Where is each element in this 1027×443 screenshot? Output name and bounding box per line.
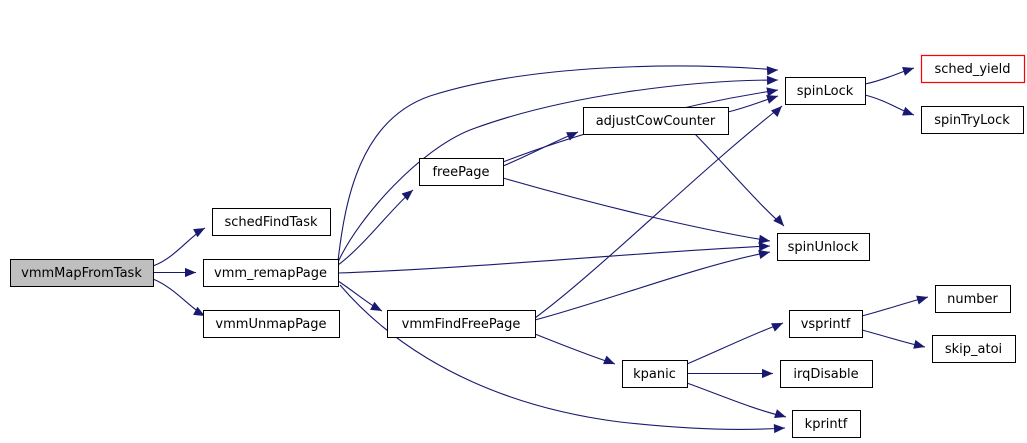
edge-vmmFindFreePage-to-spinUnlock [534,251,771,321]
node-box-skip_atoi[interactable] [932,335,1016,363]
arrowhead-to-spinLock [766,87,778,97]
arrowhead-to-vmmUnmapPage [193,306,205,316]
arrowhead-to-schedFindTask [193,228,205,238]
arrowhead-to-spinLock [766,95,778,104]
node-box-kprintf[interactable] [792,410,861,438]
edge-vmm_remapPage-to-spinLock [337,65,779,262]
node-box-vmmUnmapPage[interactable] [203,310,340,338]
arrowhead-to-kprintf [774,409,786,418]
node-box-number[interactable] [935,285,1011,313]
arrowhead-to-number [916,295,928,305]
node-box-sched_yield[interactable] [920,54,1026,84]
node-box-spinUnlock[interactable] [777,233,870,261]
node-irqDisable[interactable]: irqDisable [780,360,873,388]
node-freePage[interactable]: freePage [419,158,504,186]
arrowhead-to-irqDisable [762,368,773,379]
node-box-schedFindTask[interactable] [212,208,331,236]
node-kpanic[interactable]: kpanic [622,360,688,388]
edge-vmm_remapPage-to-spinUnlock [337,245,771,274]
node-vmm_remapPage[interactable]: vmm_remapPage [203,259,339,287]
node-box-spinLock[interactable] [785,77,866,105]
arrowhead-to-sched_yield [902,67,914,76]
node-box-vsprintf[interactable] [789,310,863,338]
node-vmmUnmapPage[interactable]: vmmUnmapPage [203,310,340,338]
arrowhead-to-vsprintf [771,323,783,332]
arrowhead-to-adjustCowCounter [566,132,578,141]
arrowhead-to-kpanic [603,355,615,365]
arrowhead-to-spinUnlock [758,234,770,244]
edge-vmm_remapPage-to-kprintf [339,284,786,430]
node-adjustCowCounter[interactable]: adjustCowCounter [583,107,729,135]
node-spinTryLock[interactable]: spinTryLock [921,106,1024,134]
arrowhead-to-spinTryLock [902,106,914,116]
arrowhead-to-freePage [401,190,413,201]
node-schedFindTask[interactable]: schedFindTask [212,208,331,236]
node-kprintf[interactable]: kprintf [792,410,861,438]
node-spinLock[interactable]: spinLock [785,77,866,105]
edge-vmm_remapPage-to-spinLock [337,79,779,263]
edge-freePage-to-adjustCowCounter [502,131,579,167]
node-sched_yield[interactable]: sched_yield [920,54,1026,84]
node-box-adjustCowCounter[interactable] [583,107,729,135]
node-vsprintf[interactable]: vsprintf [789,310,863,338]
arrowhead-to-spinUnlock [773,214,784,226]
arrowhead-to-kprintf [773,423,785,434]
arrowhead-to-vmm_remapPage [185,267,196,278]
node-box-irqDisable[interactable] [780,360,873,388]
arrowhead-to-vmmFindFreePage [370,301,382,311]
edge-freePage-to-spinUnlock [502,177,771,242]
node-box-vmmMapFromTask[interactable] [10,259,154,287]
node-number[interactable]: number [935,285,1011,313]
nodes-layer: vmmMapFromTask schedFindTask vmm_remapPage… [10,54,1026,438]
node-box-kpanic[interactable] [622,360,688,388]
arrowhead-to-spinLock [766,66,778,76]
node-box-freePage[interactable] [419,158,504,186]
node-vmmFindFreePage[interactable]: vmmFindFreePage [387,310,536,338]
edge-kpanic-to-kprintf [686,382,787,418]
arrowhead-to-skip_atoi [913,339,925,349]
node-box-vmmFindFreePage[interactable] [387,310,536,338]
arrowhead-to-spinLock [770,106,782,118]
node-spinUnlock[interactable]: spinUnlock [777,233,870,261]
arrowhead-to-spinLock [766,75,778,85]
arrowhead-to-spinUnlock [758,241,770,252]
node-box-spinTryLock[interactable] [921,106,1024,134]
edge-vmm_remapPage-to-freePage [337,189,414,266]
node-box-vmm_remapPage[interactable] [203,259,339,287]
node-vmmMapFromTask[interactable]: vmmMapFromTask [10,259,154,287]
edge-adjustCowCounter-to-spinUnlock [693,132,785,227]
edge-vmmFindFreePage-to-kpanic [534,333,616,365]
arrowhead-to-spinUnlock [758,249,770,259]
node-skip_atoi[interactable]: skip_atoi [932,335,1016,363]
edge-kpanic-to-vsprintf [686,322,784,365]
arrowheads-layer [185,66,928,434]
edge-vmmFindFreePage-to-spinLock [534,105,783,319]
